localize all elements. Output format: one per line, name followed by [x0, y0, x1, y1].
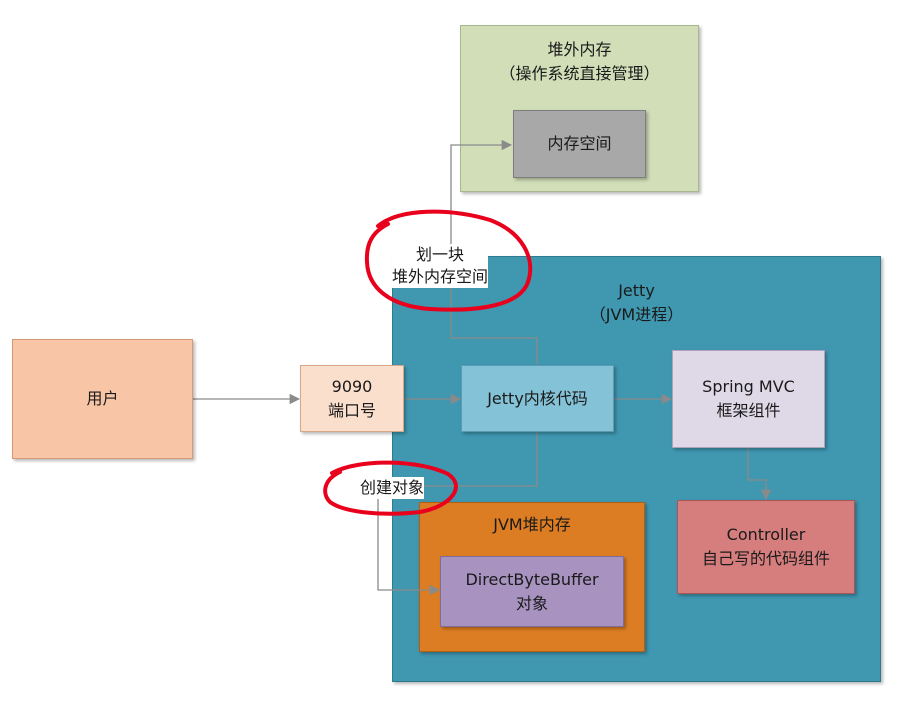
memory-space-label: 内存空间 — [547, 134, 612, 153]
controller-box: Controller 自己写的代码组件 — [677, 500, 855, 594]
arrow-spring-to-controller — [747, 448, 772, 501]
create-object-annotation: 创建对象 — [360, 477, 425, 499]
controller-line1: Controller — [726, 525, 806, 544]
jetty-subtitle: （JVM进程） — [589, 305, 684, 324]
directbytebuffer-line1: DirectByteBuffer — [465, 569, 599, 589]
memory-space-box: 内存空间 — [513, 110, 646, 178]
jetty-title: Jetty — [618, 281, 655, 300]
arrow-jetty-core-to-memory-space — [450, 139, 538, 364]
controller-line2: 自己写的代码组件 — [701, 549, 830, 568]
allocate-line2: 堆外内存空间 — [392, 267, 489, 286]
spring-mvc-line1: Spring MVC — [702, 377, 795, 396]
port-label: 端口号 — [327, 400, 376, 420]
user-label: 用户 — [86, 389, 119, 408]
jetty-core-box: Jetty内核代码 — [461, 365, 614, 432]
offheap-subtitle: （操作系统直接管理） — [499, 64, 660, 83]
spring-mvc-box: Spring MVC 框架组件 — [672, 350, 825, 448]
offheap-title: 堆外内存 — [547, 40, 612, 59]
jetty-core-label: Jetty内核代码 — [487, 388, 588, 408]
port-number: 9090 — [331, 376, 373, 396]
allocate-line1: 划一块 — [416, 245, 465, 264]
create-object-label: 创建对象 — [360, 478, 425, 497]
allocate-offheap-annotation: 划一块 堆外内存空间 — [392, 244, 489, 288]
directbytebuffer-box: DirectByteBuffer 对象 — [440, 556, 624, 627]
directbytebuffer-line2: 对象 — [515, 593, 548, 613]
port-box: 9090 端口号 — [300, 365, 404, 432]
jvm-heap-title: JVM堆内存 — [493, 515, 571, 534]
user-box: 用户 — [12, 339, 193, 459]
spring-mvc-line2: 框架组件 — [716, 401, 781, 420]
